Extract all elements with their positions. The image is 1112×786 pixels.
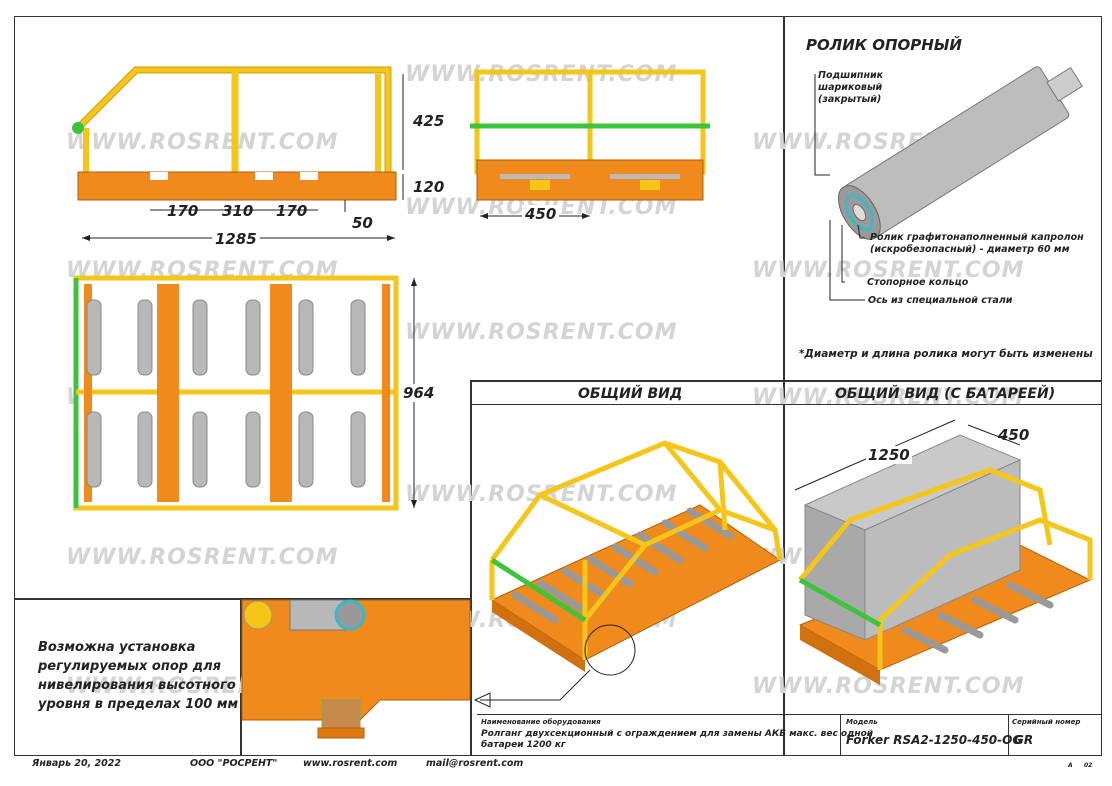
roller-title: РОЛИК ОПОРНЫЙ [806, 36, 962, 54]
dim-top-width: 964 [400, 384, 438, 402]
dim-battery-width: 450 [998, 426, 1030, 444]
watermark: WWW.ROSRENT.COM [66, 545, 339, 570]
name-label: Наименование оборудования [481, 718, 601, 726]
dim-side-seg-c: 170 [276, 202, 308, 220]
serial-value: GR [1014, 733, 1034, 747]
title-block-divider [1008, 714, 1009, 756]
general-view-title: ОБЩИЙ ВИД [578, 386, 683, 402]
footer-email[interactable]: mail@rosrent.com [426, 758, 524, 769]
views-top-line [470, 380, 1102, 382]
watermark: WWW.ROSRENT.COM [66, 130, 339, 155]
footer-date: Январь 20, 2022 [32, 758, 121, 769]
roller-graphite-label: Ролик графитонаполненный капролон(искроб… [870, 232, 1084, 255]
battery-view-title: ОБЩИЙ ВИД (С БАТАРЕЕЙ) [835, 386, 1056, 402]
drawing-frame [14, 16, 1102, 756]
name-value: Ролганг двухсекционный с ограждением для… [481, 729, 874, 750]
views-left-line [470, 380, 472, 756]
model-label: Модель [846, 718, 878, 726]
watermark: WWW.ROSRENT.COM [405, 320, 678, 345]
roller-ring-label: Стопорное кольцо [867, 277, 969, 288]
dim-side-height-bottom: 120 [413, 178, 445, 196]
dim-side-seg-b: 310 [222, 202, 254, 220]
sheet-a: А [1068, 762, 1073, 769]
serial-label: Серийный номер [1012, 718, 1081, 726]
feet-panel-divider [240, 598, 242, 756]
watermark: WWW.ROSRENT.COM [752, 258, 1025, 283]
title-block-line [477, 714, 1102, 715]
roller-axle-label: Ось из специальной стали [868, 295, 1013, 306]
feet-note: Возможна установка регулируемых опор для… [38, 640, 239, 712]
roller-note: *Диаметр и длина ролика могут быть измен… [799, 348, 1093, 360]
sheet-b: 02 [1084, 762, 1093, 769]
title-block-divider [840, 714, 841, 756]
dim-battery-length: 1250 [866, 446, 912, 464]
views-header-line [470, 404, 1102, 405]
watermark: WWW.ROSRENT.COM [752, 674, 1025, 699]
dim-front-width: 450 [522, 205, 560, 223]
watermark: WWW.ROSRENT.COM [752, 385, 1025, 410]
feet-panel-top-line [14, 598, 470, 600]
dim-side-offset: 50 [352, 214, 373, 232]
dim-side-seg-a: 170 [167, 202, 199, 220]
footer-company: ООО "РОСРЕНТ" [190, 758, 278, 769]
footer-website[interactable]: www.rosrent.com [303, 758, 398, 769]
right-panel-divider [783, 16, 785, 756]
dim-side-length: 1285 [212, 230, 260, 248]
dim-side-height-top: 425 [413, 112, 445, 130]
model-value: Forker RSA2-1250-450-OG [846, 733, 1023, 747]
